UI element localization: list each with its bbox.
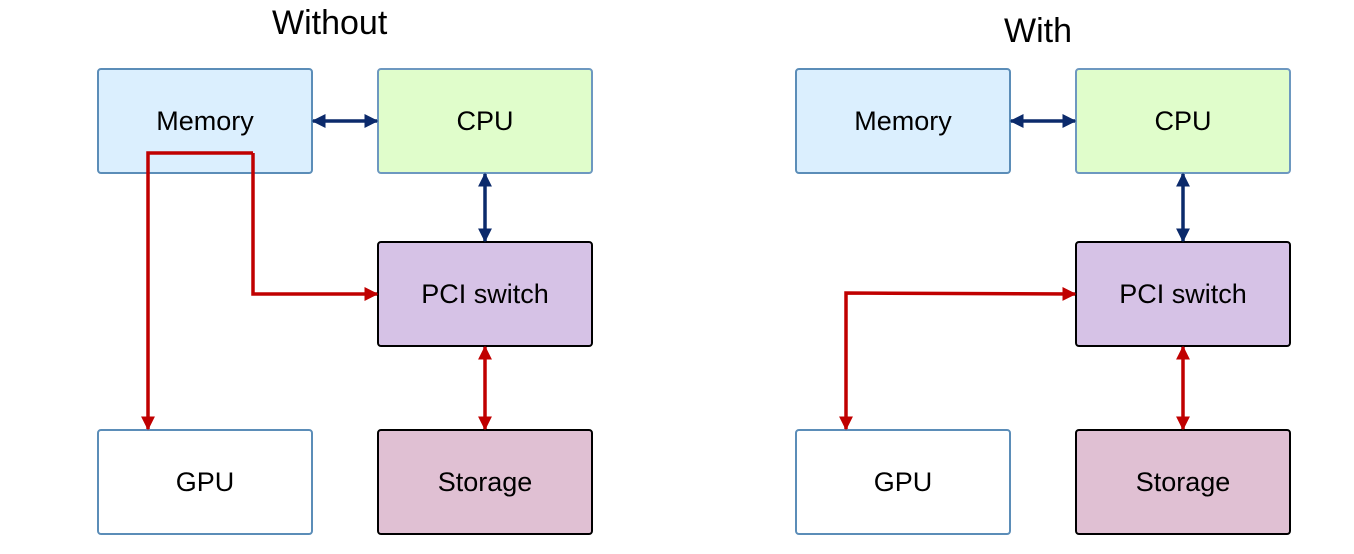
memory-label: Memory — [156, 105, 254, 136]
storage-box-without: Storage — [377, 429, 593, 535]
cpu-label: CPU — [456, 105, 514, 136]
pci-switch-label: PCI switch — [421, 278, 549, 309]
cpu-box-with: CPU — [1075, 68, 1291, 174]
gpu-label: GPU — [873, 466, 933, 497]
storage-label: Storage — [1135, 466, 1231, 497]
memory-label: Memory — [854, 105, 952, 136]
gpu-box-with: GPU — [795, 429, 1011, 535]
memory-box-with: Memory — [795, 68, 1011, 174]
title-without: Without — [272, 4, 388, 42]
memory-to-gpu-path-without — [141, 151, 253, 431]
pci-to-gpu-path-with — [839, 286, 1077, 431]
storage-box-with: Storage — [1075, 429, 1291, 535]
memory-to-pci-path-without — [251, 153, 379, 301]
pci-switch-label: PCI switch — [1119, 278, 1247, 309]
cpu-label: CPU — [1154, 105, 1212, 136]
storage-label: Storage — [437, 466, 533, 497]
gpu-box-without: GPU — [97, 429, 313, 535]
gpu-label: GPU — [175, 466, 235, 497]
title-with: With — [1004, 12, 1072, 50]
memory-box-without: Memory — [97, 68, 313, 174]
